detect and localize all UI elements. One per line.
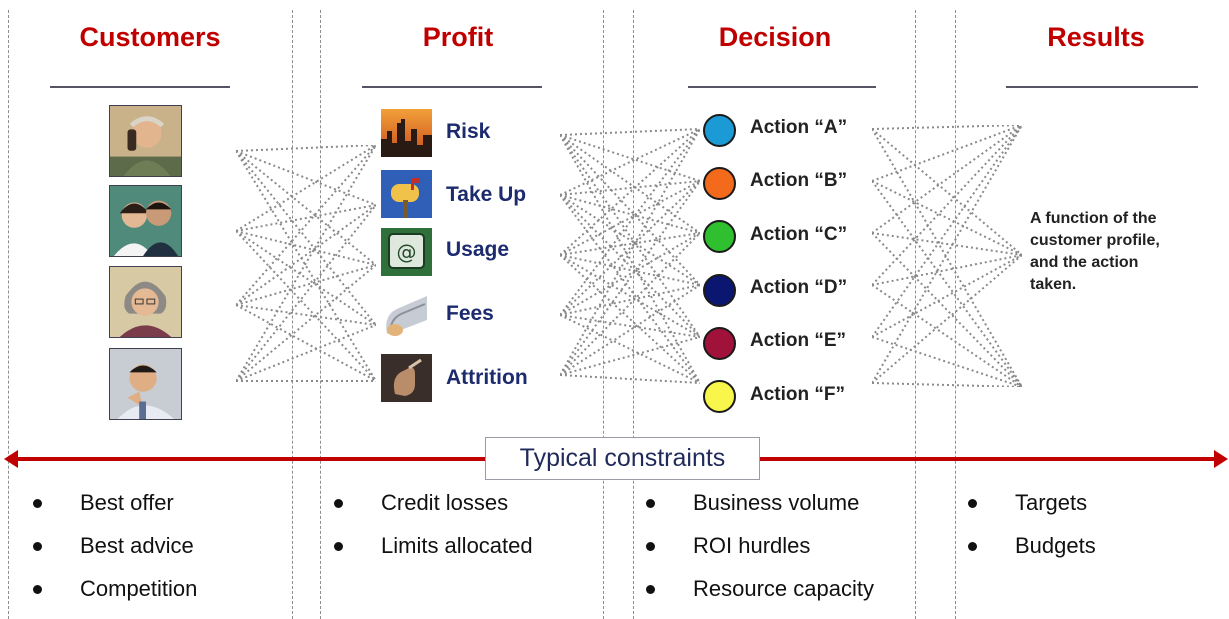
- profit-title-rule: [362, 86, 542, 88]
- action-c-label: Action “C”: [750, 224, 848, 245]
- customers-constraints-list: Best offer Best advice Competition: [33, 488, 197, 617]
- customers-to-profit-connections: [236, 145, 376, 382]
- paper-icon: [381, 290, 432, 338]
- list-item: ROI hurdles: [646, 531, 874, 574]
- mailbox-icon: [381, 170, 432, 218]
- profit-label-attrition: Attrition: [446, 366, 528, 389]
- decision-constraints-list: Business volume ROI hurdles Resource cap…: [646, 488, 874, 617]
- list-item: Credit losses: [334, 488, 533, 531]
- profit-label-take-up: Take Up: [446, 183, 527, 206]
- results-line-4: taken.: [1030, 276, 1077, 293]
- action-c-dot: [703, 220, 736, 253]
- decision-title-rule: [688, 86, 876, 88]
- action-e-label: Action “E”: [750, 330, 847, 351]
- profit-to-decision-connections: [560, 128, 700, 384]
- thinking-man-photo: [109, 348, 182, 420]
- results-title-rule: [1006, 86, 1198, 88]
- results-description: A function of the customer profile, and …: [1030, 208, 1220, 296]
- profit-column: [320, 10, 604, 619]
- list-item: Limits allocated: [334, 531, 533, 574]
- list-item: Competition: [33, 574, 197, 617]
- results-line-2: customer profile,: [1030, 232, 1160, 249]
- results-column: [955, 10, 1229, 619]
- action-a-dot: [703, 114, 736, 147]
- list-item: Business volume: [646, 488, 874, 531]
- action-e-dot: [703, 327, 736, 360]
- older-woman-photo: [109, 266, 182, 338]
- hand-icon: [381, 354, 432, 402]
- decision-column: [633, 10, 916, 619]
- action-f-label: Action “F”: [750, 384, 845, 405]
- profit-title: Profit: [422, 22, 494, 52]
- results-title: Results: [1047, 22, 1145, 52]
- customers-title: Customers: [79, 22, 221, 52]
- profit-label-fees: Fees: [446, 302, 494, 325]
- results-line-1: A function of the: [1030, 210, 1157, 227]
- action-a-label: Action “A”: [750, 117, 848, 138]
- profit-constraints-list: Credit losses Limits allocated: [334, 488, 533, 574]
- action-d-dot: [703, 274, 736, 307]
- list-item: Resource capacity: [646, 574, 874, 617]
- profit-label-usage: Usage: [446, 238, 510, 261]
- action-f-dot: [703, 380, 736, 413]
- at-sign-icon: @: [381, 228, 432, 276]
- list-item: Best advice: [33, 531, 197, 574]
- action-d-label: Action “D”: [750, 277, 848, 298]
- man-on-phone-photo: [109, 105, 182, 177]
- profit-label-risk: Risk: [446, 120, 491, 143]
- decision-to-results-connections: [872, 125, 1022, 387]
- list-item: Targets: [968, 488, 1096, 531]
- svg-text:@: @: [397, 240, 417, 264]
- action-b-label: Action “B”: [750, 170, 848, 191]
- skyline-icon: [381, 109, 432, 157]
- results-line-3: and the action: [1030, 254, 1139, 271]
- customers-title-rule: [50, 86, 230, 88]
- list-item: Budgets: [968, 531, 1096, 574]
- decision-title: Decision: [718, 22, 832, 52]
- results-constraints-list: Targets Budgets: [968, 488, 1096, 574]
- customers-column: [8, 10, 293, 619]
- constraints-arrow-right: [1214, 450, 1228, 468]
- constraints-arrow-left: [4, 450, 18, 468]
- constraints-label: Typical constraints: [485, 437, 760, 480]
- list-item: Best offer: [33, 488, 197, 531]
- couple-photo: [109, 185, 182, 257]
- action-b-dot: [703, 167, 736, 200]
